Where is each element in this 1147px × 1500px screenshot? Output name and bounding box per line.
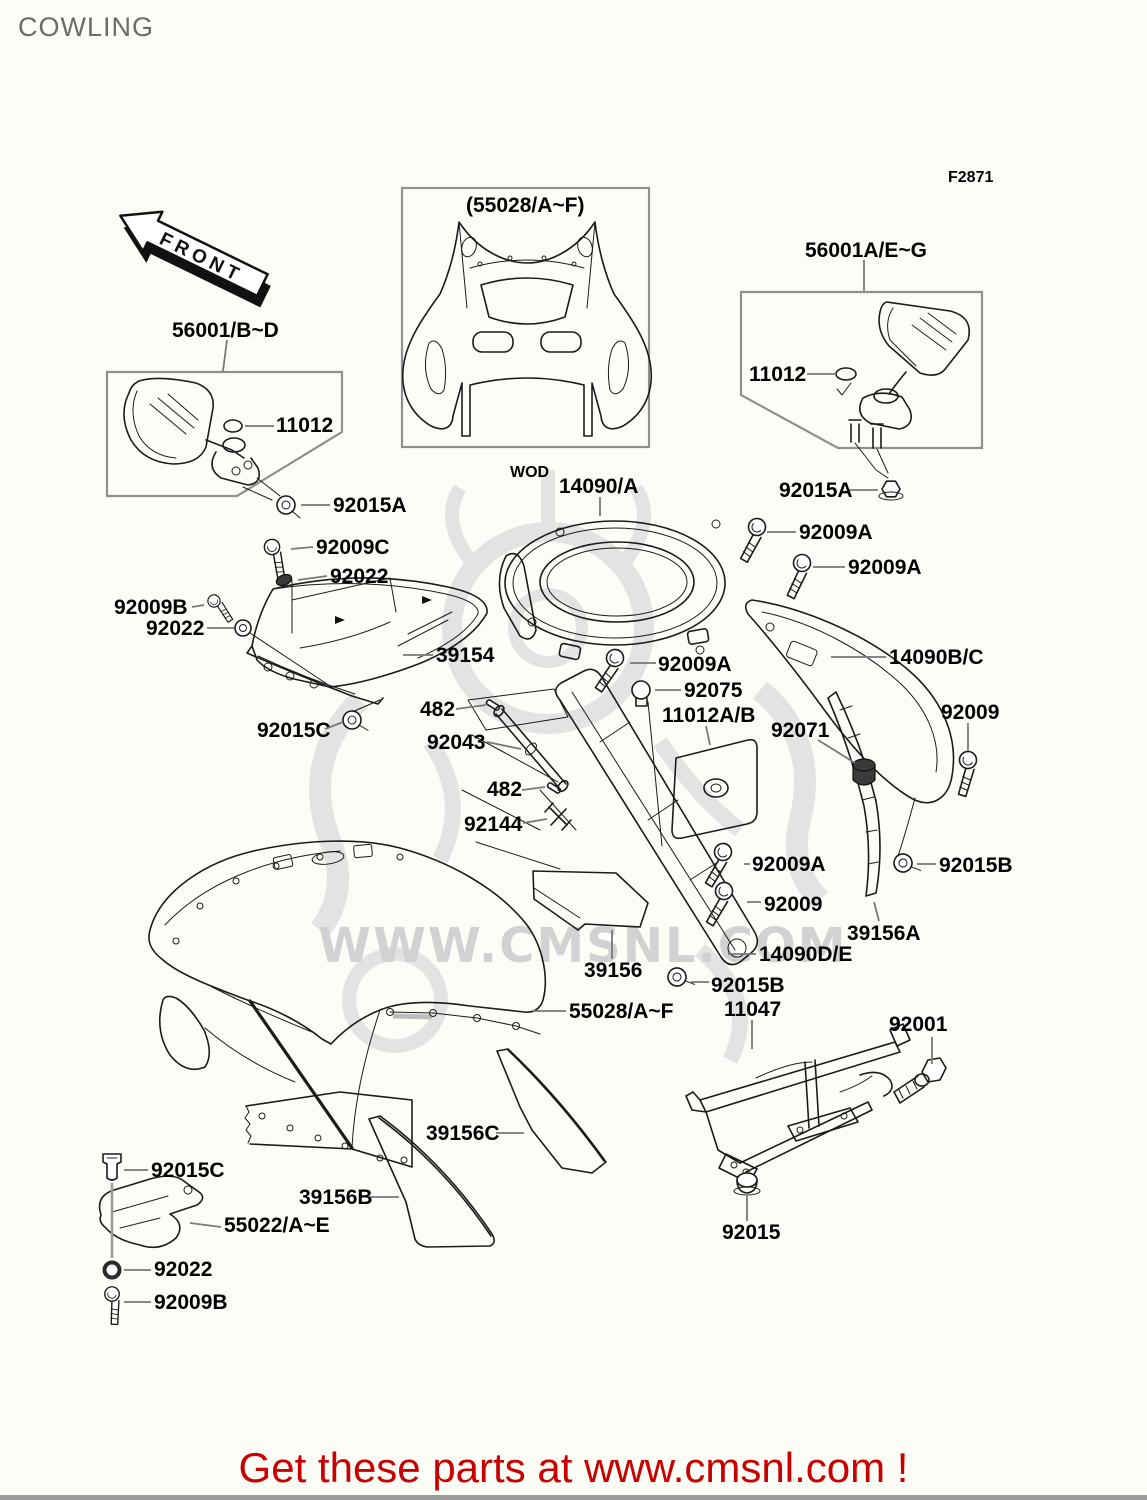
- leader-lines: [124, 260, 969, 1303]
- clip-92144: [544, 802, 572, 831]
- box-ref-front-cowling[interactable]: (55028/A~F): [466, 194, 584, 217]
- damper-rod-92043: [495, 708, 567, 790]
- screw-92009-right: [953, 749, 982, 798]
- box-caption-wod: WOD: [510, 464, 549, 481]
- meter-cover-14090A: [498, 519, 726, 661]
- left-mirror-assembly: [105, 370, 344, 519]
- part-label-14090B-C[interactable]: 14090B/C: [889, 646, 984, 669]
- grommet-92015B-right: [890, 848, 922, 880]
- box-ref-right-mirror[interactable]: 56001A/E~G: [805, 239, 927, 262]
- part-label-92009-mid[interactable]: 92009: [764, 893, 822, 916]
- part-label-39156C[interactable]: 39156C: [426, 1122, 500, 1145]
- part-label-92075[interactable]: 92075: [684, 679, 743, 702]
- part-label-92022-left[interactable]: 92022: [146, 617, 204, 640]
- page-title: COWLING: [18, 12, 155, 42]
- right-mirror-assembly: [739, 290, 984, 501]
- figure-code: F2871: [948, 169, 993, 186]
- part-label-39156[interactable]: 39156: [584, 959, 642, 982]
- screw-92009A-3: [704, 840, 734, 890]
- screw-92009C: [257, 535, 297, 582]
- bottom-edge-strip: [0, 1495, 1147, 1500]
- part-label-55022-A-E[interactable]: 55022/A~E: [224, 1214, 330, 1237]
- small-parts-center: [485, 680, 651, 831]
- trim-39156C: [496, 1048, 607, 1174]
- bolt-92001: [893, 1057, 947, 1104]
- nut-92015A-right: [878, 480, 904, 501]
- part-label-92071[interactable]: 92071: [771, 719, 830, 742]
- damper-92022-top: [275, 573, 293, 587]
- part-label-92144[interactable]: 92144: [464, 813, 523, 836]
- fastener-92071: [852, 758, 876, 786]
- part-label-92015C-bottom[interactable]: 92015C: [151, 1159, 225, 1182]
- nut-92015: [733, 1172, 761, 1196]
- screw-92009B-left: [203, 591, 240, 625]
- part-label-92009A-1[interactable]: 92009A: [799, 521, 873, 544]
- front-direction-marker: FRONT: [119, 210, 271, 308]
- pad-11012AB: [671, 738, 758, 840]
- part-label-92015A-left[interactable]: 92015A: [333, 494, 407, 517]
- screw-92009B-bottom: [98, 1284, 130, 1328]
- part-label-92022-top[interactable]: 92022: [330, 565, 388, 588]
- knob-92075: [631, 680, 651, 700]
- part-label-92015C-shield[interactable]: 92015C: [257, 719, 331, 742]
- part-label-92009-right[interactable]: 92009: [941, 701, 999, 724]
- bolt-92015C-bottom: [102, 1153, 122, 1181]
- footer-promo-link[interactable]: Get these parts at www.cmsnl.com !: [238, 1444, 909, 1491]
- front-cowling-box: [400, 186, 653, 449]
- bracket-55022: [98, 1175, 204, 1249]
- windshield-39154: [203, 535, 488, 736]
- part-label-14090D-E[interactable]: 14090D/E: [759, 943, 852, 966]
- part-label-92009A-4[interactable]: 92009A: [658, 653, 732, 676]
- gasket-11012-right: [835, 367, 857, 381]
- part-label-92009C[interactable]: 92009C: [316, 536, 390, 559]
- part-label-92009B-bottom[interactable]: 92009B: [154, 1291, 228, 1314]
- box-ref-left-mirror[interactable]: 56001/B~D: [172, 319, 279, 342]
- part-label-39154[interactable]: 39154: [436, 644, 495, 667]
- part-label-11012-right[interactable]: 11012: [749, 363, 806, 386]
- part-label-11047[interactable]: 11047: [724, 998, 781, 1021]
- part-label-14090-A[interactable]: 14090/A: [559, 475, 638, 498]
- center-stay-detail: [461, 688, 663, 870]
- screw-92009A-1: [739, 516, 768, 565]
- part-label-92015B-mid[interactable]: 92015B: [711, 974, 785, 997]
- stay-bracket-11047: [685, 1023, 911, 1184]
- part-label-482-1[interactable]: 482: [420, 698, 455, 721]
- part-label-92022-bottom[interactable]: 92022: [154, 1258, 212, 1281]
- inner-panel-14090DE: [554, 668, 759, 966]
- part-label-11012-left[interactable]: 11012: [276, 414, 333, 437]
- part-label-92009A-3[interactable]: 92009A: [752, 853, 826, 876]
- front-arrow-icon: [119, 210, 269, 298]
- part-label-92001[interactable]: 92001: [889, 1013, 948, 1036]
- washer-92022-bottom: [102, 1260, 122, 1280]
- part-label-92009B-left[interactable]: 92009B: [114, 596, 188, 619]
- cmsnl-watermark-logo: WWW.CMSNL.COM: [309, 470, 846, 1064]
- heat-pad-39156: [532, 870, 649, 931]
- gasket-11012-left: [223, 419, 243, 433]
- part-label-39156A[interactable]: 39156A: [847, 922, 921, 945]
- part-label-92009A-2[interactable]: 92009A: [848, 556, 922, 579]
- heat-pad-39156A: [827, 691, 881, 897]
- right-inner-cover-14090BC: [744, 599, 955, 857]
- part-label-11012A-B[interactable]: 11012A/B: [662, 704, 755, 727]
- part-label-92015[interactable]: 92015: [722, 1221, 781, 1244]
- trim-39156B: [368, 1115, 495, 1248]
- part-label-92015A-right[interactable]: 92015A: [779, 479, 853, 502]
- part-label-92015B-right[interactable]: 92015B: [939, 854, 1013, 877]
- screw-92009A-2: [786, 553, 812, 601]
- part-label-482-2[interactable]: 482: [487, 778, 522, 801]
- grommet-92015A-left: [276, 495, 301, 519]
- part-label-39156B[interactable]: 39156B: [299, 1186, 373, 1209]
- washer-92022-left: [234, 619, 252, 637]
- part-label-55028-A-F[interactable]: 55028/A~F: [569, 1000, 674, 1023]
- part-label-92043[interactable]: 92043: [427, 731, 485, 754]
- fastener-column-bottom-left: [98, 1153, 130, 1328]
